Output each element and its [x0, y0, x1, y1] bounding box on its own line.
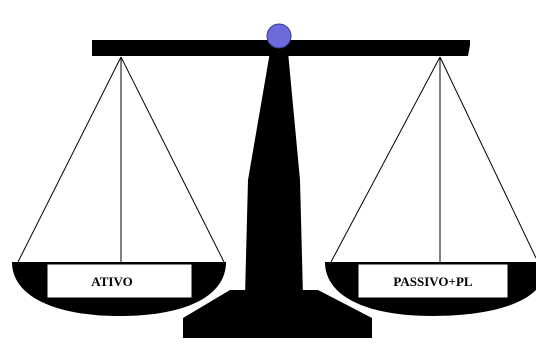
pivot-circle: [267, 24, 291, 48]
left-strings: [18, 57, 224, 262]
scale-base: [183, 290, 372, 338]
left-pan-label: ATIVO: [91, 274, 132, 289]
right-strings: [331, 57, 536, 262]
right-pan-label: PASSIVO+PL: [393, 274, 472, 289]
scale-column: [245, 52, 303, 296]
